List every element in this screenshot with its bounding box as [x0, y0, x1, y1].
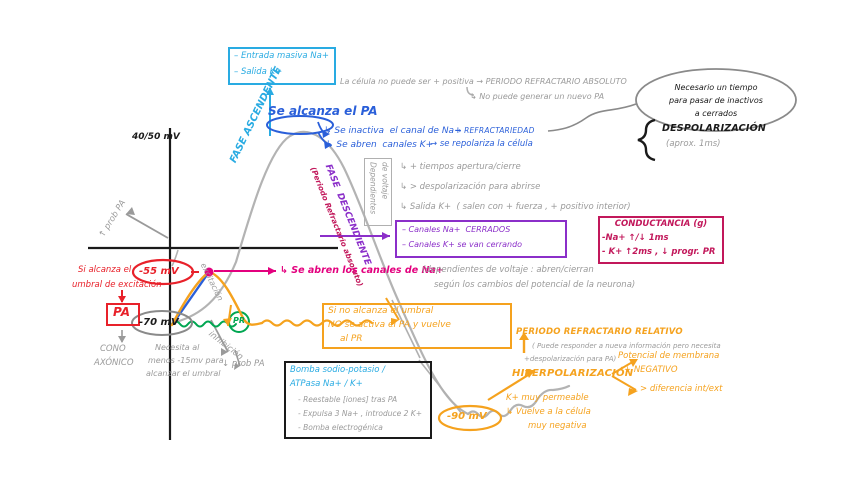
- voltage-dependent-bullet-3: ↳ Salida K+ ( salen con + fuerza , + pos…: [400, 202, 631, 212]
- resting-note-line3: alcanzar el umbral: [146, 369, 221, 378]
- timing-note-line3: a cerrados: [694, 109, 738, 118]
- pa-result-box: [106, 303, 140, 326]
- conductance-line2: - K+ ↑2ms , ↓ progr. PR: [602, 247, 716, 257]
- na-channel-arrow: [214, 267, 276, 275]
- voltage-gated-note-line2: según los cambios del potencial de la ne…: [434, 280, 636, 290]
- peak-sub1: ↳ Se inactiva el canal de Na+: [324, 126, 462, 136]
- resting-note-line1: Necesita al: [155, 343, 200, 352]
- subthreshold-line2: NO se activa el PA y vuelve: [328, 320, 451, 330]
- ion-flux-box: [228, 47, 336, 85]
- hyperpolarization-label: HIPERPOLARIZACIÓN: [512, 368, 634, 379]
- membrane-potential-line1: Potencial de membrana: [618, 351, 720, 361]
- pa-result-label: PA: [113, 305, 130, 319]
- peak-sub2: ↳ Se abren canales K+: [326, 140, 434, 150]
- membrane-difference-note: > diferencia int/ext: [640, 384, 723, 394]
- na-channels-note: ↳ Se abren los canales de Na+: [280, 265, 444, 276]
- voltage-dependent-bullet-2: ↳ > despolarización para abrirse: [400, 182, 541, 192]
- pump-bullet-3: - Bomba electrogénica: [298, 423, 383, 432]
- closed-channels-box: [395, 220, 567, 258]
- depolarization-label: DESPOLARIZACIÓN: [662, 123, 766, 134]
- voltage-dependent-line2: de voltaje: [380, 162, 390, 200]
- conductance-title: CONDUCTANCIA (g): [614, 219, 708, 229]
- cell-note-line1: La célula no puede ser + positiva → PERI…: [340, 77, 627, 86]
- cono-axonico-line1: CONO: [100, 344, 126, 354]
- cell-note-line2: ↳ No puede generar un nuevo PA: [470, 92, 605, 101]
- closed-channels-line1: – Canales Na+ CERRADOS: [402, 225, 511, 234]
- subthreshold-box: [322, 303, 512, 349]
- excitation-label: excitación: [198, 261, 225, 303]
- ion-flux-line1: – Entrada masiva Na+: [234, 51, 329, 61]
- depolarization-sub: (aprox. 1ms): [666, 139, 721, 149]
- voltage-gated-note-line1: (dependientes de voltaje : abren/cierran: [422, 265, 594, 275]
- peak-sub1-arrow: → REFRACTARIEDAD: [455, 126, 535, 135]
- pump-title2: ATPasa Na+ / K+: [290, 379, 363, 389]
- membrane-potential-line2: + NEGATIVO: [624, 365, 678, 375]
- pump-bullet-2: - Expulsa 3 Na+ , introduce 2 K+: [298, 409, 422, 418]
- peak-sub2-arrow: → se repolariza la célula: [430, 139, 533, 149]
- k-permeability-line3: muy negativa: [528, 421, 587, 431]
- resting-voltage-label: -70 mV: [139, 317, 179, 328]
- closed-channels-line2: – Canales K+ se van cerrando: [402, 240, 523, 249]
- timing-note-line1: Necesario un tiempo: [674, 83, 758, 92]
- relative-refractory-title: PERIODO REFRACTARIO RELATIVO: [516, 327, 683, 337]
- subthreshold-line3: al PR: [340, 334, 363, 344]
- timing-note-line2: para pasar de inactivos: [669, 96, 763, 105]
- relative-refractory-sub2: +despolarización para PA): [524, 355, 617, 363]
- hyperpolarization-voltage-label: -90 mV: [447, 411, 487, 422]
- cono-axonico-arrow: [118, 330, 126, 343]
- y-axis-top-label: 40/50 mV: [132, 132, 180, 142]
- ion-flux-line2: – Salida K+: [234, 67, 283, 77]
- relative-refractory-sub1: ( Puede responder a nueva información pe…: [532, 342, 721, 350]
- cono-axonico-line2: AXÓNICO: [94, 358, 134, 368]
- pr-badge-label: PR: [233, 316, 246, 325]
- sodium-potassium-pump-box: [284, 361, 432, 439]
- voltage-dependent-bullet-1: ↳ + tiempos apertura/cierre: [400, 162, 521, 172]
- k-permeability-line2: ↳ Vuelve a la célula: [506, 407, 591, 417]
- voltage-dependent-line1: Dependientes: [368, 162, 378, 215]
- threshold-red-arrow: [118, 290, 126, 303]
- depolarization-brace: [637, 118, 656, 162]
- timing-oval-connector: [547, 103, 637, 132]
- threshold-voltage-label: -55 mV: [139, 266, 179, 277]
- resting-note-line2: menos -15mv para: [148, 356, 224, 365]
- pump-bullet-1: - Reestable [iones] tras PA: [298, 395, 398, 404]
- prob-up-arrow: [125, 207, 169, 239]
- threshold-note-line1: Si alcanza el: [78, 265, 132, 275]
- peak-title: Se alcanza el PA: [268, 104, 378, 118]
- pump-title1: Bomba sodio-potasio /: [290, 365, 385, 375]
- conductance-line1: -Na+ ↑/↓ 1ms: [602, 233, 669, 243]
- threshold-note-line2: umbral de excitación: [72, 280, 162, 290]
- prob-down-label: ↓ prob PA: [222, 359, 265, 369]
- subthreshold-line1: Si no alcanza el umbral: [328, 306, 434, 316]
- prob-up-label: ↑ prob PA: [97, 198, 129, 240]
- conductance-box: [598, 216, 724, 264]
- k-permeability-line1: K+ muy permeable: [506, 393, 589, 403]
- voltage-dependent-box: [364, 158, 392, 226]
